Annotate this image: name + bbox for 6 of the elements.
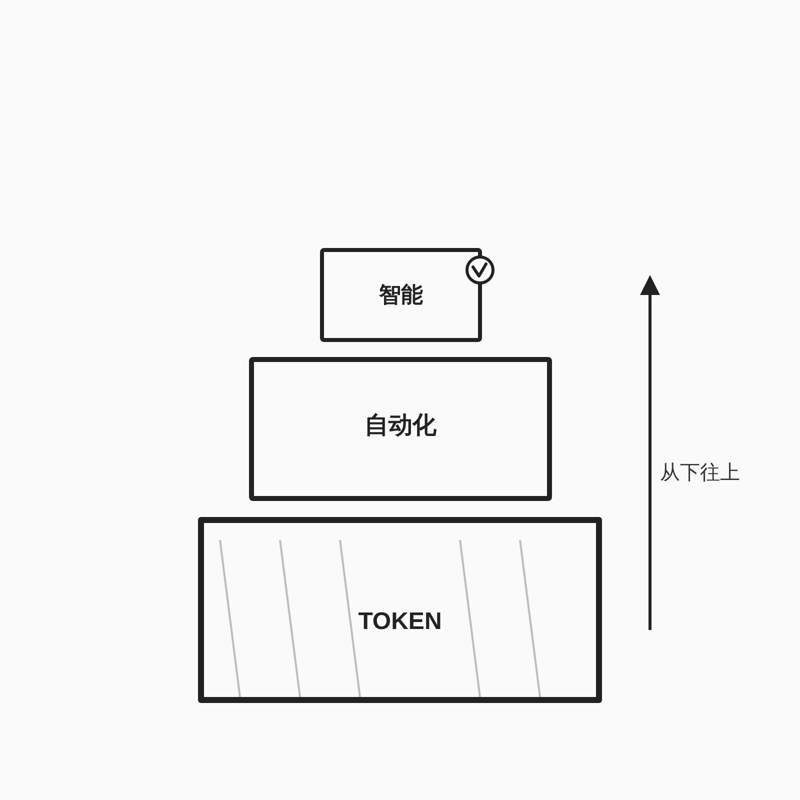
- direction-label: 从下往上: [660, 461, 740, 486]
- tier-box: [249, 357, 552, 501]
- tier-label: 智能: [379, 281, 423, 309]
- tier-box: [198, 517, 602, 703]
- tier-label: 自动化: [364, 411, 436, 441]
- tier-label: TOKEN: [358, 608, 442, 636]
